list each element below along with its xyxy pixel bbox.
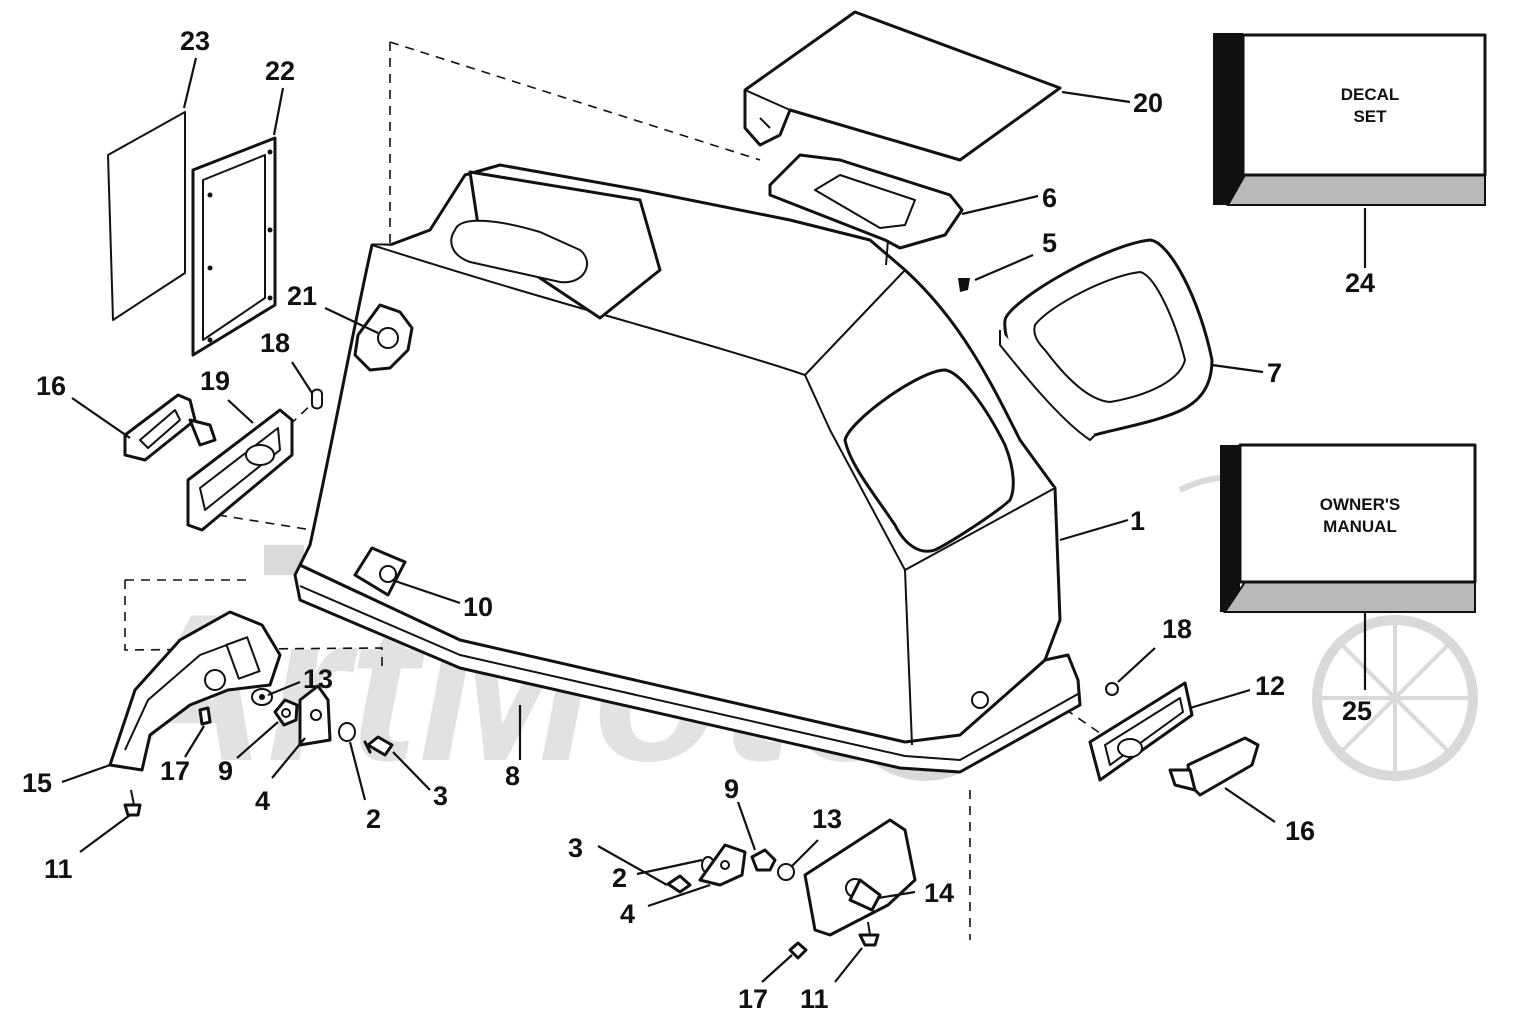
- handle-left: [123, 393, 217, 462]
- owners-manual-line-1: OWNER'S: [1320, 495, 1401, 514]
- callout-10: 10: [463, 592, 493, 622]
- callout-7: 7: [1267, 358, 1282, 388]
- callout-16-left: 16: [36, 371, 66, 401]
- window-frame: [999, 238, 1214, 441]
- callout-4-right: 4: [620, 899, 635, 929]
- callout-12: 12: [1255, 671, 1285, 701]
- callout-25: 25: [1342, 696, 1372, 726]
- callout-2-left: 2: [366, 804, 381, 834]
- pin-left: [198, 706, 212, 726]
- plug-right: [1105, 682, 1119, 696]
- latch-plate: [353, 546, 407, 597]
- clip-right: [698, 843, 747, 887]
- gasket-plate-right: [1088, 681, 1194, 782]
- callout-9-right: 9: [724, 774, 739, 804]
- callout-13-right: 13: [812, 804, 842, 834]
- callout-3-right: 3: [568, 833, 583, 863]
- callout-17-left: 17: [160, 756, 190, 786]
- callout-11-left: 11: [44, 854, 73, 884]
- top-lid: [743, 10, 1062, 162]
- grommet-left: [123, 789, 142, 817]
- callout-18-right: 18: [1162, 614, 1192, 644]
- decal-set-box: DECAL SET: [1213, 33, 1487, 206]
- callout-1: 1: [1130, 506, 1145, 536]
- clip-left: [298, 684, 332, 747]
- callout-18-left: 18: [260, 328, 290, 358]
- pin-right: [788, 941, 808, 960]
- bracket-left: [108, 610, 282, 772]
- washer-left: [251, 688, 273, 706]
- callout-22: 22: [265, 56, 295, 86]
- callout-5: 5: [1042, 228, 1057, 258]
- callout-20: 20: [1133, 88, 1163, 118]
- callout-24: 24: [1345, 268, 1375, 298]
- callout-numbers: 23 22 1 20 6 5 7 24 25 18 12 16 21 18 19…: [22, 26, 1375, 1014]
- plug-left: [311, 388, 323, 410]
- nut-left: [273, 698, 299, 727]
- callout-11-right: 11: [800, 984, 829, 1014]
- callout-21: 21: [287, 281, 317, 311]
- callout-17-right: 17: [738, 984, 768, 1014]
- washer-2-left: [338, 722, 356, 742]
- callout-14: 14: [924, 878, 954, 908]
- callout-16-right: 16: [1285, 816, 1315, 846]
- decal-set-line-1: DECAL: [1341, 85, 1400, 104]
- screw: [958, 278, 970, 292]
- intake-grille: [768, 153, 964, 266]
- grommet-right: [858, 921, 880, 947]
- engine-cover: [293, 163, 1082, 774]
- callout-19: 19: [200, 366, 230, 396]
- callout-13-left: 13: [303, 664, 333, 694]
- callout-6: 6: [1042, 183, 1057, 213]
- callout-4-left: 4: [255, 786, 270, 816]
- owners-manual-box: OWNER'S MANUAL: [1220, 443, 1477, 613]
- bracket-right: [803, 818, 917, 937]
- nut-right: [750, 848, 777, 872]
- knob: [353, 303, 414, 372]
- washer-13-right: [777, 863, 795, 881]
- callout-9-left: 9: [218, 756, 233, 786]
- callout-15: 15: [22, 768, 52, 798]
- handle-right: [1168, 736, 1260, 797]
- callout-2-right: 2: [612, 863, 627, 893]
- callout-8: 8: [505, 761, 520, 791]
- callout-3-left: 3: [433, 781, 448, 811]
- decal-set-line-2: SET: [1353, 107, 1387, 126]
- decal-sheet: [107, 111, 186, 321]
- bolt-left: [363, 735, 394, 757]
- owners-manual-line-2: MANUAL: [1323, 517, 1397, 536]
- callout-23: 23: [180, 26, 210, 56]
- gasket-plate-left: [186, 408, 294, 532]
- plate: [191, 136, 277, 357]
- bolt-right: [666, 874, 692, 894]
- leader-lines: [61, 57, 1367, 983]
